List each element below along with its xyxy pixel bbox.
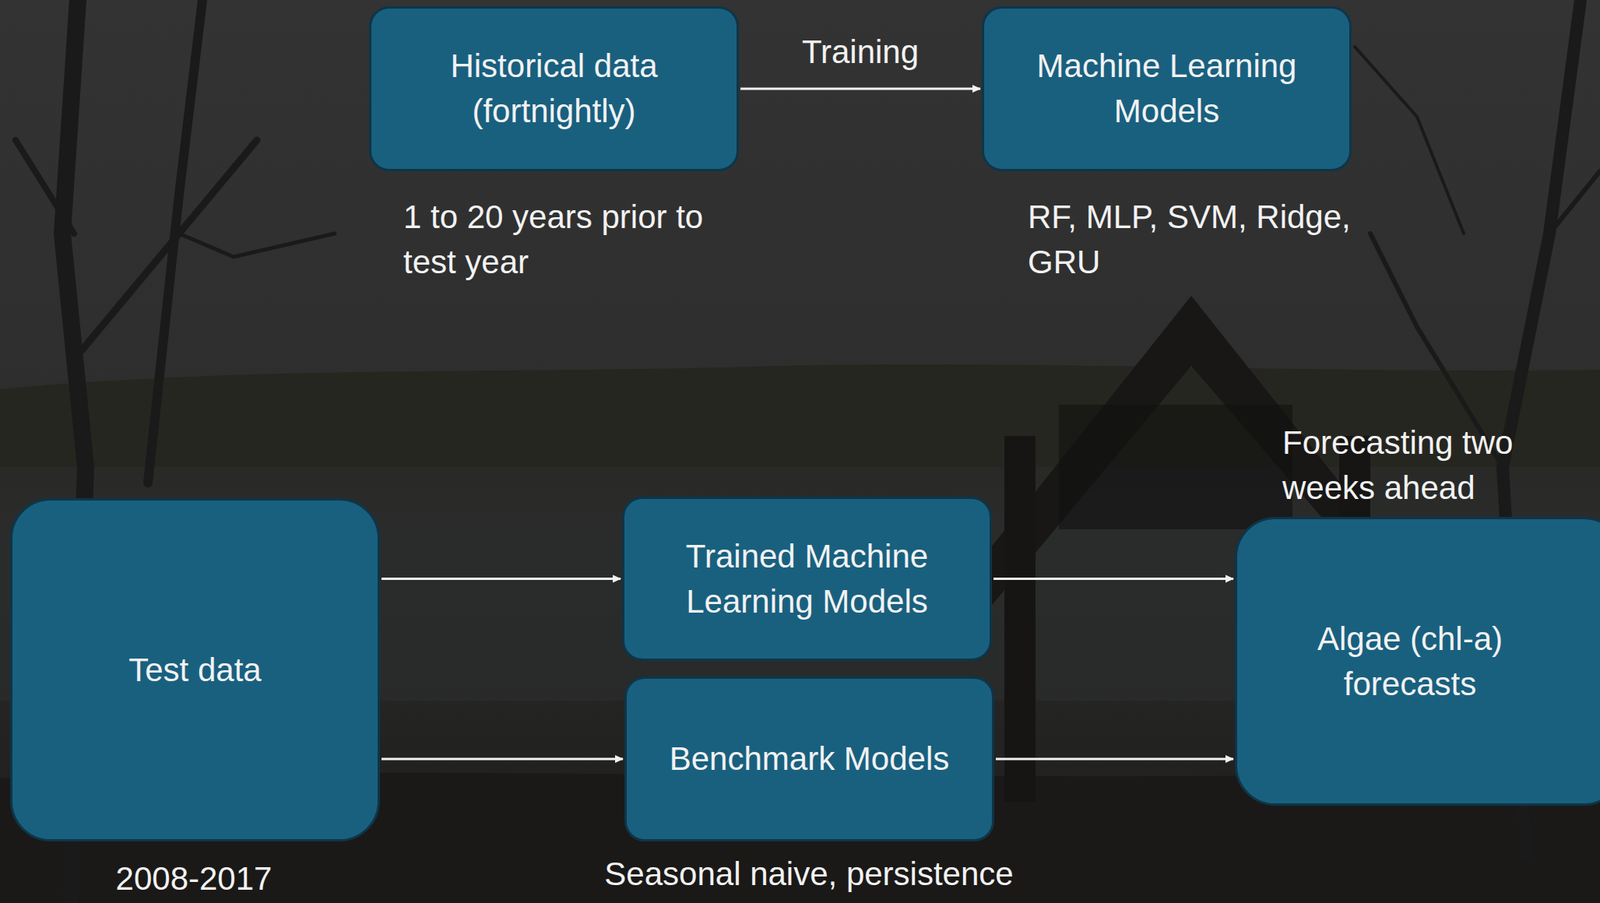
- box-text: Historical data (fortnightly): [371, 43, 737, 134]
- note-label: RF, MLP, SVM, Ridge, GRU: [1027, 194, 1371, 285]
- note-label: Seasonal naive, persistence: [559, 851, 1059, 897]
- box-text: Trained Machine Learning Models: [624, 534, 990, 625]
- process-box: Algae (chl-a) forecasts: [1234, 516, 1600, 806]
- process-box: Trained Machine Learning Models: [622, 496, 992, 662]
- note-label: Forecasting two weeks ahead: [1282, 420, 1594, 511]
- flow-arrow: [993, 577, 1234, 581]
- note-label: 1 to 20 years prior to test year: [403, 194, 746, 285]
- flow-arrow: [381, 758, 623, 761]
- box-text: Benchmark Models: [652, 736, 967, 782]
- process-box: Machine Learning Models: [981, 6, 1352, 172]
- flow-arrow: [995, 758, 1234, 761]
- flow-arrow: [381, 577, 621, 581]
- box-text: Algae (chl-a) forecasts: [1237, 616, 1583, 707]
- box-text: Machine Learning Models: [984, 43, 1350, 134]
- edge-label: Training: [801, 29, 919, 75]
- box-text: Test data: [111, 647, 278, 693]
- process-box: Benchmark Models: [624, 676, 995, 842]
- process-box: Test data: [10, 498, 380, 842]
- flow-arrow: [740, 87, 981, 91]
- process-box: Historical data (fortnightly): [369, 6, 739, 172]
- note-label: 2008-2017: [38, 856, 350, 902]
